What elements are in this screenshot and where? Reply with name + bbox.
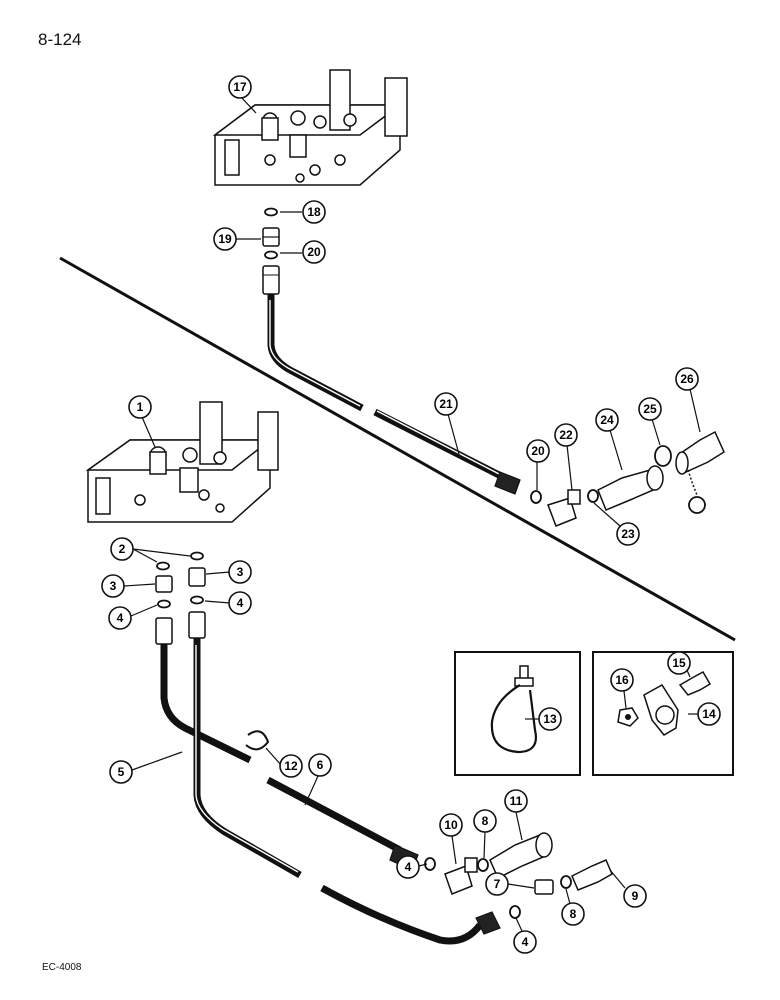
callout-6-label: 6	[317, 758, 324, 772]
page-number: 8-124	[38, 30, 82, 49]
callout-26-label: 26	[680, 372, 694, 386]
callout-23-label: 23	[621, 527, 635, 541]
callout-18-label: 18	[307, 205, 321, 219]
callout-5: 5	[109, 751, 183, 784]
callout-25: 25	[638, 397, 662, 446]
callout-9-label: 9	[632, 889, 639, 903]
callout-2-label: 2	[119, 542, 126, 556]
callout-1-label: 1	[137, 400, 144, 414]
upper-valve-block	[212, 69, 408, 186]
callout-8-lower: 8	[561, 888, 585, 926]
drawing-code: EC-4008	[42, 962, 82, 973]
divider-line	[59, 256, 736, 642]
callout-22-label: 22	[559, 428, 573, 442]
callout-5-label: 5	[118, 765, 125, 779]
callout-23: 23	[593, 502, 640, 546]
callout-10: 10	[439, 813, 463, 865]
callout-20-lower: 20	[526, 439, 550, 490]
callout-11-label: 11	[510, 794, 523, 808]
callout-19-label: 19	[218, 232, 232, 246]
callout-6: 6	[304, 753, 332, 806]
detail-box-13	[454, 651, 581, 776]
callout-1: 1	[128, 395, 156, 448]
callout-21: 21	[434, 392, 461, 459]
callout-7-label: 7	[494, 877, 501, 891]
callout-15-label: 15	[672, 656, 686, 670]
upper-coupler-parts	[530, 430, 725, 527]
callout-14-label: 14	[702, 707, 716, 721]
callout-4-mid: 4	[396, 855, 428, 879]
lower-valve-block	[85, 401, 279, 523]
detail-box-14	[592, 651, 734, 776]
callout-4-bottom-label: 4	[522, 935, 529, 949]
callout-16-label: 16	[615, 673, 629, 687]
callout-7: 7	[485, 872, 535, 896]
callout-20-lower-label: 20	[531, 444, 545, 458]
callout-17-label: 17	[233, 80, 247, 94]
callout-3-right: 3	[205, 560, 252, 584]
callout-15: 15	[667, 651, 691, 678]
callout-20-upper-label: 20	[307, 245, 321, 259]
callout-19: 19	[213, 227, 261, 251]
callout-8-upper: 8	[473, 809, 497, 859]
clamp-12	[245, 730, 270, 751]
callout-17: 17	[228, 75, 257, 114]
callout-4-bottom: 4	[509, 905, 537, 954]
callout-13: 13	[525, 707, 562, 731]
callout-16: 16	[610, 668, 634, 709]
hose-5	[193, 638, 501, 945]
callout-26: 26	[675, 367, 701, 433]
callout-3-right-label: 3	[237, 565, 244, 579]
callout-25-label: 25	[643, 402, 657, 416]
callout-10-label: 10	[444, 818, 458, 832]
lower-coupler-parts	[424, 832, 613, 895]
callout-2: 2	[110, 537, 191, 563]
callout-12-label: 12	[284, 759, 298, 773]
hose-21	[267, 294, 521, 495]
callout-21-label: 21	[439, 397, 453, 411]
callout-24-label: 24	[600, 413, 614, 427]
callout-12: 12	[265, 747, 303, 778]
callout-4-mid-label: 4	[405, 860, 412, 874]
callout-3-left-label: 3	[110, 579, 117, 593]
callout-4-left: 4	[108, 604, 158, 630]
callout-4-left-label: 4	[117, 611, 124, 625]
callout-8-upper-label: 8	[482, 814, 489, 828]
callout-22: 22	[554, 423, 578, 491]
upper-fittings	[262, 207, 280, 295]
callout-20-upper: 20	[280, 240, 326, 264]
callout-14: 14	[688, 702, 721, 726]
callout-13-label: 13	[543, 712, 557, 726]
callout-4-right-label: 4	[237, 596, 244, 610]
callout-11: 11	[504, 789, 528, 841]
callout-4-right: 4	[204, 591, 252, 615]
callout-8-lower-label: 8	[570, 907, 577, 921]
callout-9: 9	[609, 869, 647, 908]
callout-18: 18	[280, 200, 326, 224]
callout-3-left: 3	[101, 574, 156, 598]
callout-24: 24	[595, 408, 623, 471]
lower-fittings	[155, 551, 206, 645]
